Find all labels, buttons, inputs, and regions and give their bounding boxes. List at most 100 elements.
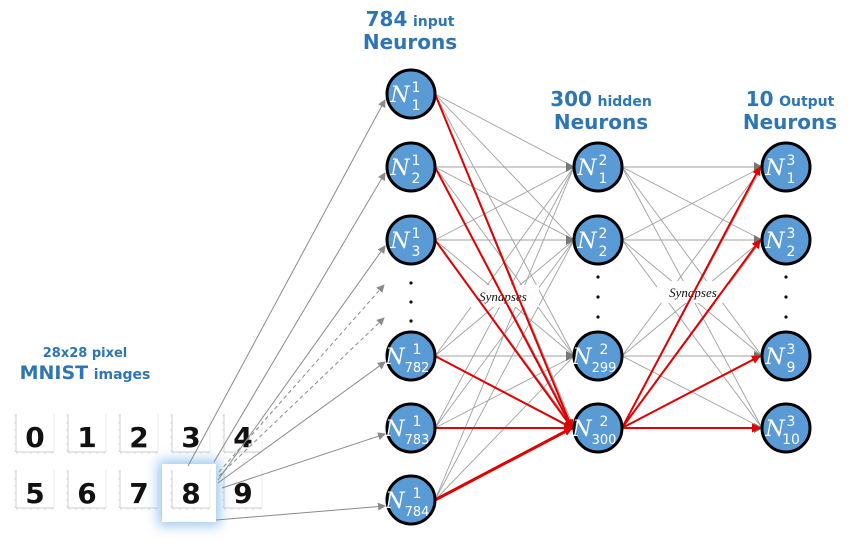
neuron-symbol: N [571,345,592,370]
digit-glyph: 8 [181,477,200,510]
digit-glyph: 1 [77,421,96,454]
mnist-image-0: 0 [14,414,55,454]
neuron-circle [385,330,437,382]
neuron-layer-index: 1 [412,80,421,96]
active-synapse-edge [621,239,761,429]
hidden-kind: hidden [597,94,652,110]
neuron-layer-index: 3 [787,414,796,430]
input-arrow-dashed [218,317,385,477]
hidden-layer-title: 300 hidden Neurons [546,88,656,134]
ellipsis-dot [784,275,788,279]
neuron-symbol: N [384,345,405,370]
ellipsis-dot [784,315,788,319]
neuron-index: 10 [782,432,800,448]
input-arrow [221,432,386,489]
neuron-layer-index: 2 [600,342,609,358]
neuron-index: 2 [412,171,421,187]
mnist-images-label: images [93,366,151,383]
input-arrow [215,502,386,521]
digit-glyph: 9 [233,477,252,510]
neuron-layer-index: 3 [787,226,796,242]
neuron-layer-index: 2 [599,153,608,169]
mnist-name: MNIST [19,361,89,384]
input-neurons-label: Neurons [362,30,458,54]
synapse-edge [434,166,575,501]
input-arrow [187,99,386,467]
neuron-layer-index: 1 [413,414,422,430]
neuron-index: 1 [599,171,608,187]
synapse-edge [434,93,575,168]
ellipsis-dot [784,295,788,299]
mnist-image-5: 5 [14,470,55,510]
neuron-layer-index: 2 [599,226,608,242]
active-synapse-edge [434,355,573,429]
neuron-layer-index: 1 [413,342,422,358]
synapse-edge [434,93,575,357]
ellipsis-dot [409,319,413,323]
neuron-index: 2 [787,244,796,260]
ellipsis-dot [596,295,600,299]
active-synapse-edge [621,166,761,429]
neuron-index: 300 [592,433,617,448]
neuron-index: 2 [599,244,608,260]
image-to-input-connections [187,99,386,521]
neuron-circle [760,402,812,454]
mnist-image-6: 6 [66,470,107,510]
neuron-circle [572,214,624,266]
input-arrow [217,245,386,481]
input-layer-title: 784 input Neurons [360,8,460,54]
neuron-circle [572,402,624,454]
input-kind: input [412,14,455,30]
output-count: 10 [745,87,774,111]
digit-glyph: 0 [25,421,44,454]
neuron-symbol: N [389,156,410,181]
ellipsis-dot [596,315,600,319]
active-synapse-edge [434,166,573,429]
neuron-circle [760,141,812,193]
digit-glyph: 4 [233,421,252,454]
mnist-image-7: 7 [118,470,159,510]
neuron-circle [385,402,437,454]
neuron-circle [385,68,437,120]
neuron-circle [385,474,437,526]
neuron-symbol: N [384,417,405,442]
neuron-circle [385,214,437,266]
neuron-circle [385,141,437,193]
digit-glyph: 3 [181,421,200,454]
output-layer-title: 10 Output Neurons [735,88,845,134]
mnist-resolution: 28x28 pixel [42,346,128,361]
mnist-image-9: 9 [222,470,263,510]
arrowhead [566,351,575,361]
neuron-index: 299 [592,361,617,376]
neuron-index: 9 [787,360,796,376]
neuron-index: 1 [787,171,796,187]
synapse-edge [434,239,575,501]
input-arrow [217,361,386,484]
neuron-index: 783 [405,433,430,448]
neuron-circle [572,141,624,193]
neuron-circle [572,330,624,382]
neuron-symbol: N [576,156,597,181]
mnist-image-3: 3 [170,414,211,454]
mnist-title: 28x28 pixel MNIST images [10,346,160,384]
ellipsis-dot [409,281,413,285]
neuron-symbol: N [389,83,410,108]
neuron-symbol: N [571,417,592,442]
active-synapse-edge [434,239,573,429]
neuron-layer-index: 2 [600,414,609,430]
neuron-index: 1 [412,98,421,114]
